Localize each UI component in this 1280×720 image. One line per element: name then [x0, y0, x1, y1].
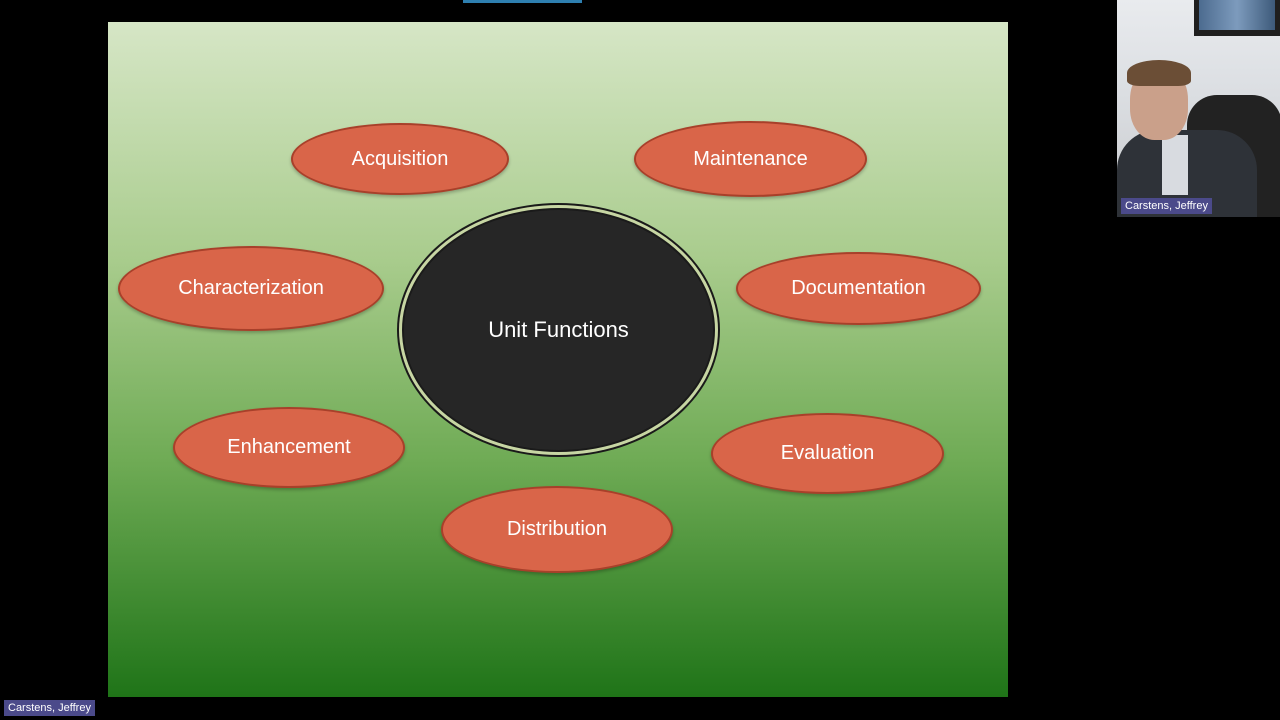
function-label: Maintenance — [693, 147, 808, 170]
function-label: Documentation — [791, 277, 926, 299]
function-oval-documentation: Documentation — [736, 252, 981, 325]
function-label: Characterization — [178, 277, 324, 299]
presenter-name-tag: Carstens, Jeffrey — [4, 700, 95, 716]
participant-hair — [1127, 60, 1191, 86]
video-tile-name-tag: Carstens, Jeffrey — [1121, 198, 1212, 214]
participant-shirt — [1162, 135, 1188, 195]
function-oval-characterization: Characterization — [118, 246, 384, 331]
center-label: Unit Functions — [488, 317, 629, 342]
function-label: Enhancement — [227, 436, 351, 458]
center-oval-unit-functions: Unit Functions — [402, 208, 715, 452]
function-oval-evaluation: Evaluation — [711, 413, 944, 494]
wall-picture — [1199, 0, 1275, 30]
screen-share-indicator[interactable] — [463, 0, 582, 3]
function-label: Acquisition — [351, 147, 449, 170]
function-oval-distribution: Distribution — [441, 486, 673, 573]
function-oval-enhancement: Enhancement — [173, 407, 405, 488]
function-label: Evaluation — [780, 442, 875, 464]
shared-slide: Acquisition Maintenance Characterization… — [108, 22, 1008, 697]
function-label: Distribution — [506, 518, 608, 540]
participant-video-tile[interactable] — [1117, 0, 1280, 217]
function-oval-maintenance: Maintenance — [634, 121, 867, 197]
function-oval-acquisition: Acquisition — [291, 123, 509, 195]
